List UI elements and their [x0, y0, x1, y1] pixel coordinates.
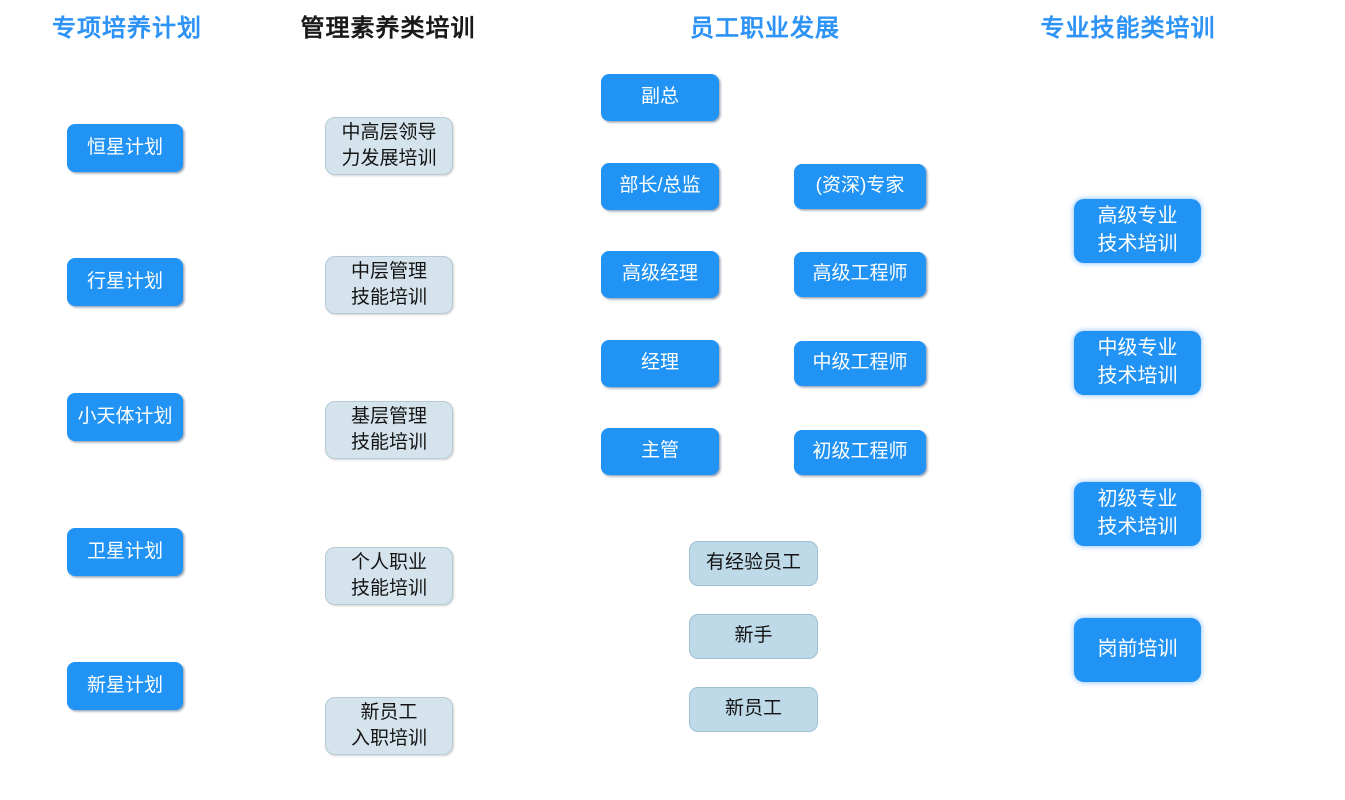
mgmt-training-box-senior-leadership: 中高层领导 力发展培训	[325, 117, 453, 175]
mgmt-role-box-vp: 副总	[601, 74, 719, 121]
mgmt-role-box-supervisor: 主管	[601, 428, 719, 475]
skill-training-box-junior: 初级专业 技术培训	[1074, 482, 1201, 546]
skill-training-box-pre-job: 岗前培训	[1074, 618, 1201, 682]
program-box-small-body: 小天体计划	[67, 393, 183, 441]
mgmt-training-box-onboarding: 新员工 入职培训	[325, 697, 453, 755]
entry-level-box-novice: 新手	[689, 614, 818, 659]
column-title-career-path: 员工职业发展	[690, 15, 840, 42]
skill-training-box-intermediate: 中级专业 技术培训	[1074, 331, 1201, 395]
entry-level-box-new-employee: 新员工	[689, 687, 818, 732]
column-title-skills-training: 专业技能类培训	[1040, 15, 1216, 42]
tech-role-box-senior-engineer: 高级工程师	[794, 252, 926, 297]
column-title-special-programs: 专项培养计划	[52, 15, 202, 42]
entry-level-box-experienced: 有经验员工	[689, 541, 818, 586]
program-box-star: 恒星计划	[67, 124, 183, 172]
skill-training-box-advanced: 高级专业 技术培训	[1074, 199, 1201, 263]
mgmt-training-box-middle: 中层管理 技能培训	[325, 256, 453, 314]
program-box-satellite: 卫星计划	[67, 528, 183, 576]
mgmt-training-box-grassroots: 基层管理 技能培训	[325, 401, 453, 459]
mgmt-role-box-director: 部长/总监	[601, 163, 719, 210]
mgmt-role-box-manager: 经理	[601, 340, 719, 387]
column-title-management-training: 管理素养类培训	[300, 15, 476, 42]
tech-role-box-expert: (资深)专家	[794, 164, 926, 209]
tech-role-box-intermediate-engineer: 中级工程师	[794, 341, 926, 386]
program-box-planet: 行星计划	[67, 258, 183, 306]
mgmt-training-box-personal: 个人职业 技能培训	[325, 547, 453, 605]
program-box-nova: 新星计划	[67, 662, 183, 710]
tech-role-box-junior-engineer: 初级工程师	[794, 430, 926, 475]
mgmt-role-box-senior-manager: 高级经理	[601, 251, 719, 298]
